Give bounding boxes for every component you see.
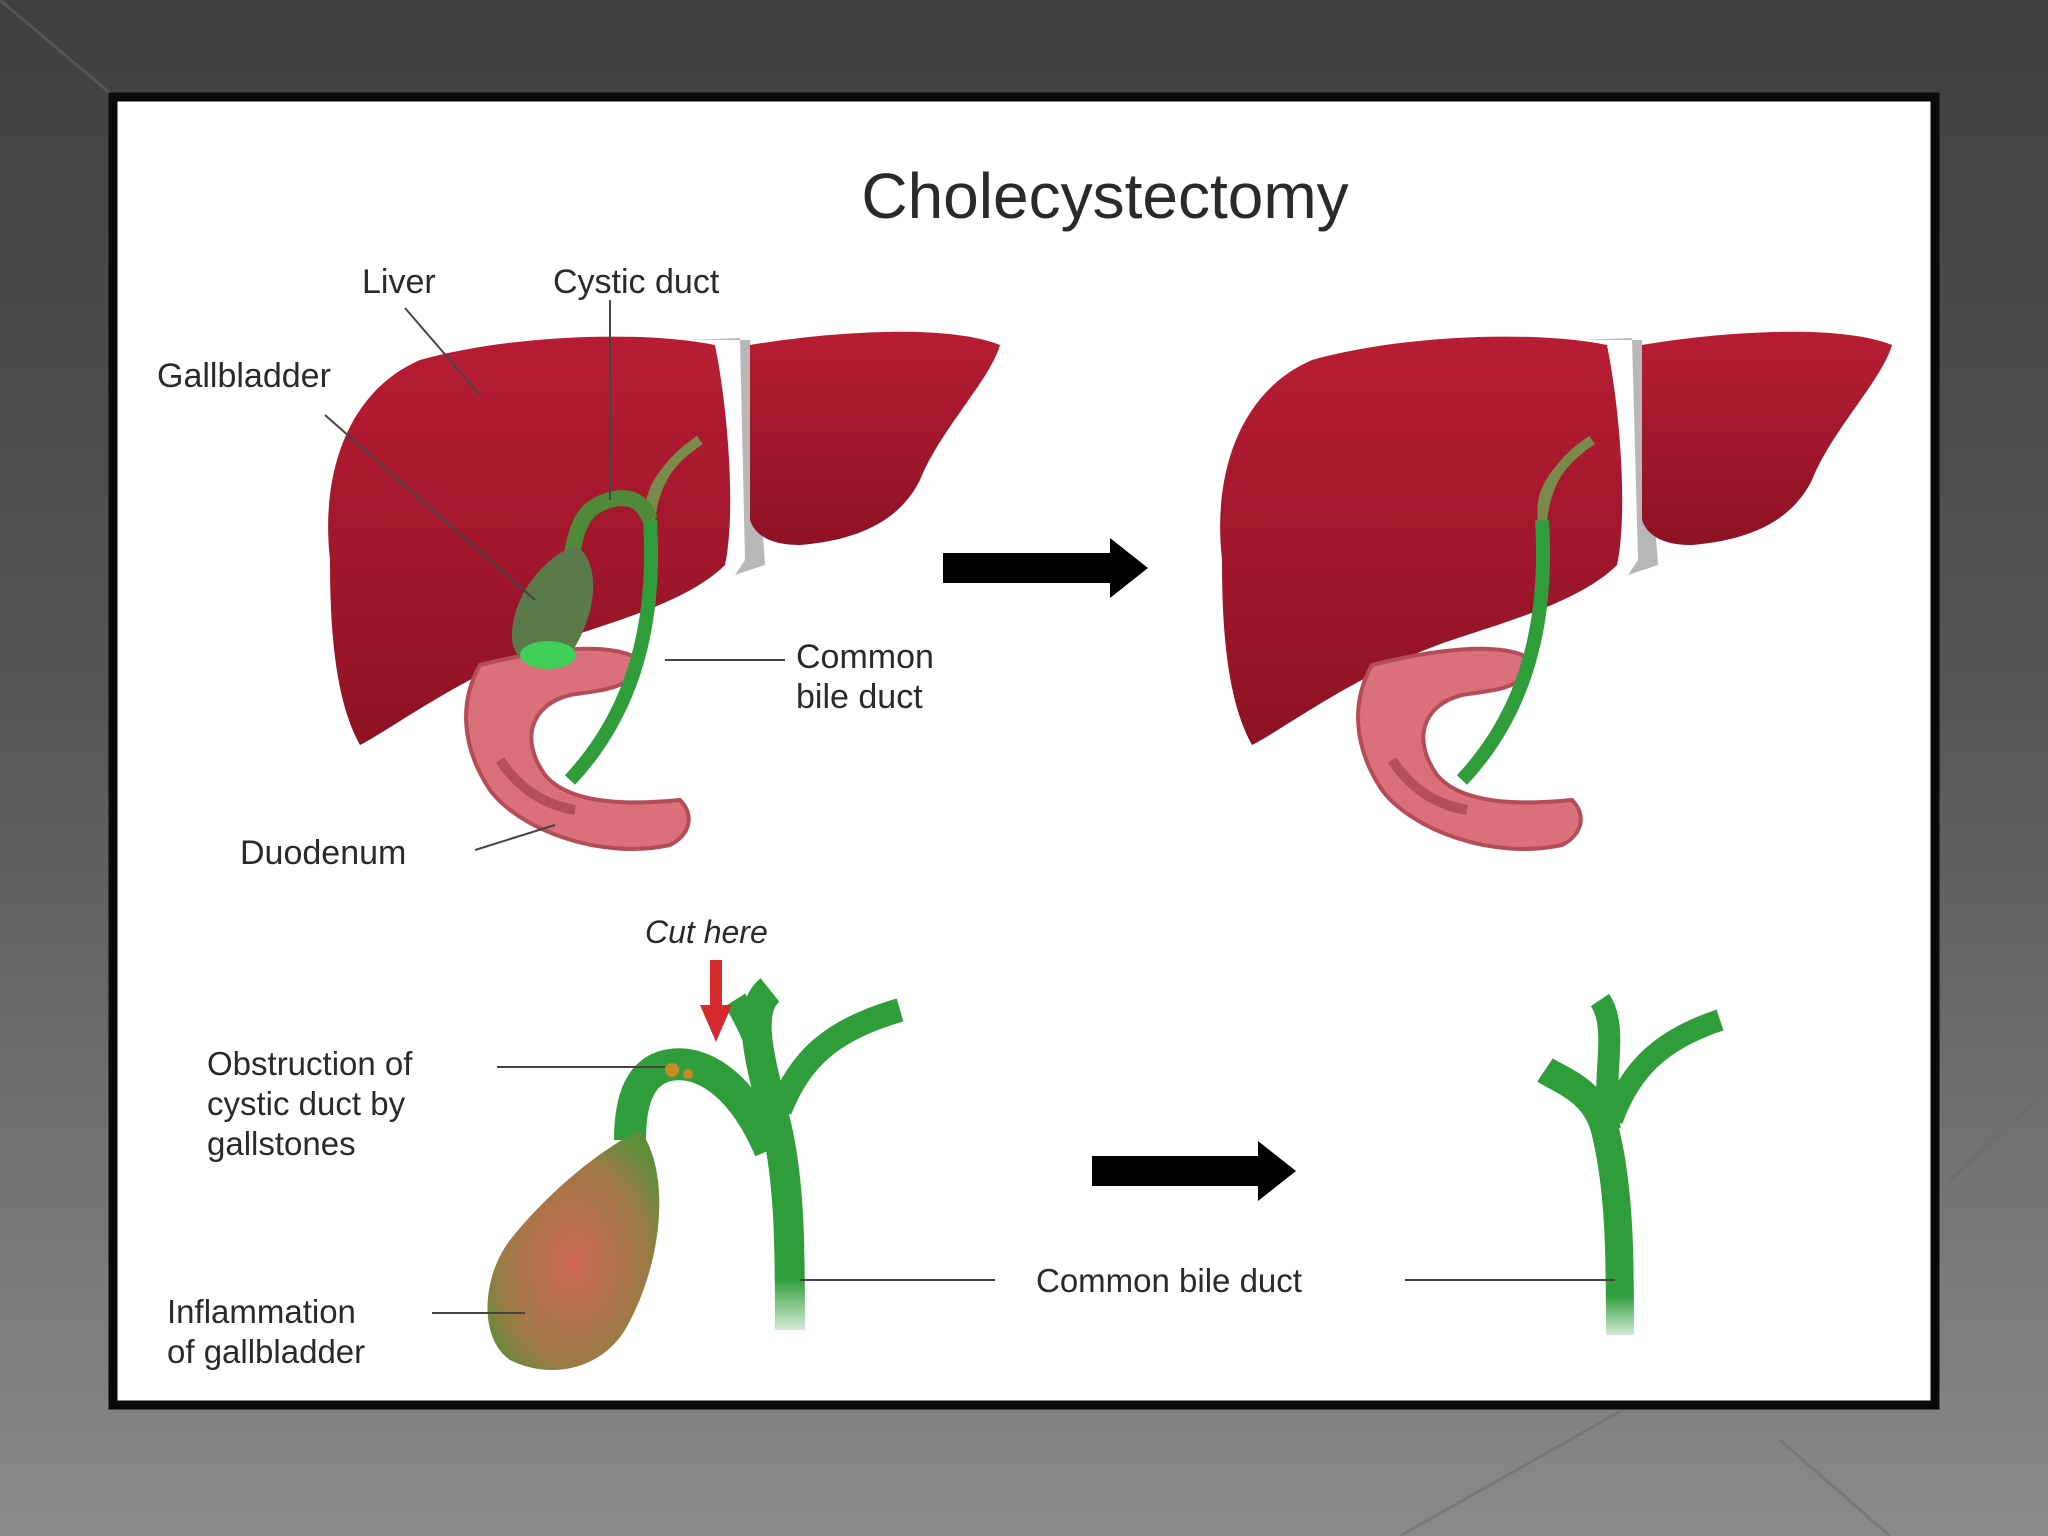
biliary-duct-with-gallbladder bbox=[432, 960, 995, 1370]
biliary-duct-after-removal bbox=[1405, 993, 1724, 1336]
gallbladder-top bbox=[511, 545, 594, 667]
label-common-bile-duct-line1: Common bbox=[796, 638, 934, 676]
diagram-panel bbox=[108, 92, 1940, 1410]
label-obstruction-line1: Obstruction of bbox=[207, 1045, 413, 1082]
label-cut-here: Cut here bbox=[645, 914, 768, 950]
liver-after-removal bbox=[1220, 331, 1892, 851]
inflamed-gallbladder bbox=[487, 1130, 660, 1370]
label-obstruction-line3: gallstones bbox=[207, 1125, 356, 1162]
cut-arrow-icon bbox=[700, 960, 732, 1042]
label-inflammation-line1: Inflammation bbox=[167, 1293, 356, 1330]
common-bile-duct-top bbox=[564, 519, 659, 785]
label-cystic-duct: Cystic duct bbox=[553, 263, 720, 301]
label-common-bile-duct-bottom: Common bile duct bbox=[1036, 1262, 1302, 1299]
arrow-right-icon bbox=[943, 538, 1148, 598]
label-obstruction-line2: cystic duct by bbox=[207, 1085, 406, 1122]
diagram-title: Cholecystectomy bbox=[861, 160, 1348, 232]
liver-left-lobe bbox=[328, 336, 731, 745]
label-inflammation-line2: of gallbladder bbox=[167, 1333, 365, 1370]
label-liver: Liver bbox=[362, 263, 436, 301]
label-common-bile-duct-line2: bile duct bbox=[796, 678, 923, 716]
arrow-right-icon-bottom bbox=[1092, 1141, 1296, 1201]
cystic-duct-top bbox=[562, 490, 658, 563]
label-duodenum: Duodenum bbox=[240, 834, 406, 872]
label-gallbladder: Gallbladder bbox=[157, 357, 331, 395]
liver-right-lobe bbox=[750, 331, 1000, 545]
liver-with-gallbladder bbox=[324, 300, 1000, 851]
